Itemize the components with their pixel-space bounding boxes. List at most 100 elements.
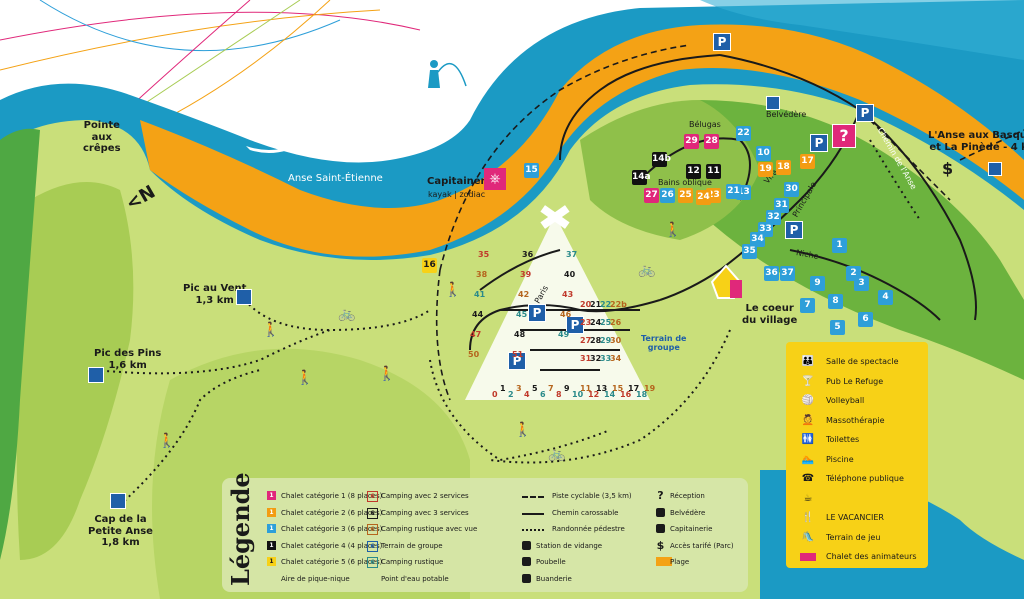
capitainerie-label: Capitainerie [427,176,496,187]
pool-icon: 🏊 [801,453,815,465]
legend-col3-3-swatch [522,540,531,550]
campsite-7: 7 [548,384,554,393]
coeur-label: Le coeur du village [742,303,798,326]
hiker-icon-6: 🚶 [514,422,532,438]
hiker-icon-7: 🚶 [664,222,682,238]
campsite-23: 23 [580,318,592,327]
legend-col2-2: Camping rustique avec vue [381,525,478,533]
campsite-3: 3 [516,384,522,393]
campsite-40: 40 [564,270,576,279]
legend-col3-4: Poubelle [536,558,566,566]
legend-col4-2-swatch [656,524,665,533]
campsite-32: 32 [590,354,602,363]
legend-col3-0: Piste cyclable (3,5 km) [552,492,632,500]
boat-icon [338,120,410,150]
legend-col1-4: Chalet catégorie 5 (6 places) [281,558,383,566]
chalet-30: 30 [784,182,799,197]
chalet-12: 12 [686,164,701,179]
capitainerie-sub: kayak | zodiac [428,190,486,199]
chalet-3: 3 [854,276,869,291]
belvedere-icon-basques [988,162,1002,176]
service-label-10: Chalet des animateurs [826,552,917,561]
legend-col1-5-swatch [267,574,276,583]
campsite-36: 36 [522,250,534,259]
belvedere-label: Belvédère [766,110,807,119]
anse-basques-label: L'Anse aux Basques et La Pinède - 4 km [928,130,1024,153]
campsite-30: 30 [610,336,622,345]
chalet-34: 34 [750,232,765,247]
campsite-47: 47 [470,330,482,339]
service-label-6: Téléphone publique [826,474,904,483]
chalet-24: 24 [696,190,711,205]
legend-panel [222,478,748,592]
chalet-22: 22 [736,126,751,141]
phone-icon: ☎ [801,473,815,484]
hiker-icon-2: 🚶 [296,370,314,386]
legend-col2-0: Camping avec 2 services [381,492,469,500]
cyclist-icon-3: 🚲 [548,446,566,462]
legend-col2-1-swatch: 6 [367,507,378,519]
campsite-35: 35 [478,250,490,259]
campsite-31: 31 [580,354,592,363]
legend-col4-3-swatch: $ [656,538,665,552]
campsite-13: 13 [596,384,608,393]
campsite-15: 15 [612,384,624,393]
legend-col1-0: Chalet catégorie 1 (8 places) [281,492,383,500]
service-label-8: LE VACANCIER [826,513,884,522]
service-label-1: Pub Le Refuge [826,376,884,386]
staff-chalet-icon [800,553,816,561]
chalet-18: 18 [776,160,791,175]
hiking-trails [94,139,921,506]
cyclist-icon-2: 🚲 [638,262,656,278]
service-label-2: Volleyball [826,396,865,405]
chalet-8: 8 [828,294,843,309]
cocktail-icon: 🍸 [801,375,815,387]
legend-col1-5: Aire de pique-nique [281,574,350,583]
campsite-8: 8 [556,390,562,399]
chalet-15: 15 [524,163,539,178]
campsite-19: 19 [644,384,656,393]
legend-col3-1: Chemin carossable [552,508,619,517]
legend-col4-4: Plage [670,558,690,566]
campsite-5: 5 [532,384,538,393]
campsite-22: 22 [600,300,612,309]
legend-col3-2-swatch [522,529,544,531]
cafe-icon: ☕ [803,492,813,504]
chalet-31: 31 [774,198,789,213]
campsite-29: 29 [600,336,612,345]
water-shallows [700,0,1024,60]
toilets-icon: 🚻 [801,434,815,445]
restaurant-icon: 🍴 [801,512,815,523]
volleyball-icon: 🏐 [801,395,815,406]
chalet-5: 5 [830,320,845,335]
campsite-22b: 22b [610,300,627,309]
cycle-paths [435,44,1024,401]
capitainerie-icon: ⎈ [484,168,506,190]
village-heart [708,262,744,302]
campsite-48: 48 [514,330,526,339]
legend-col3-5: Buanderie [536,574,572,583]
legend-col2-4: Camping rustique [381,558,444,566]
hiker-icon-3: 🚶 [158,433,176,449]
parking-reception: P [810,134,828,152]
pic-des-pins-label: Pic des Pins 1,6 km [94,348,162,371]
campsite-43: 43 [562,290,574,299]
campsite-45: 45 [516,310,528,319]
chalet-11: 11 [706,164,721,179]
campsite-33: 33 [600,354,612,363]
campsite-34: 34 [610,354,622,363]
campsite-4: 4 [524,390,530,399]
legend-col1-1-swatch: 1 [267,507,276,517]
campsite-39: 39 [520,270,532,279]
chalet-1: 1 [832,238,847,253]
legend-col2-4-swatch: 6 [367,557,378,568]
legend-col4-1: Belvédère [670,508,706,517]
legend-col2-5: Point d'eau potable [381,574,449,583]
services-panel: 👪Salle de spectacle🍸Pub Le Refuge🏐Volley… [786,342,928,568]
legend-col3-4-swatch [522,557,531,566]
chalet-16: 16 [422,258,437,273]
chalet-36: 36 [764,266,779,281]
parking-camp-2: P [566,316,584,334]
chalet-26: 26 [660,188,675,203]
service-label-3: Massothérapie [826,415,885,425]
